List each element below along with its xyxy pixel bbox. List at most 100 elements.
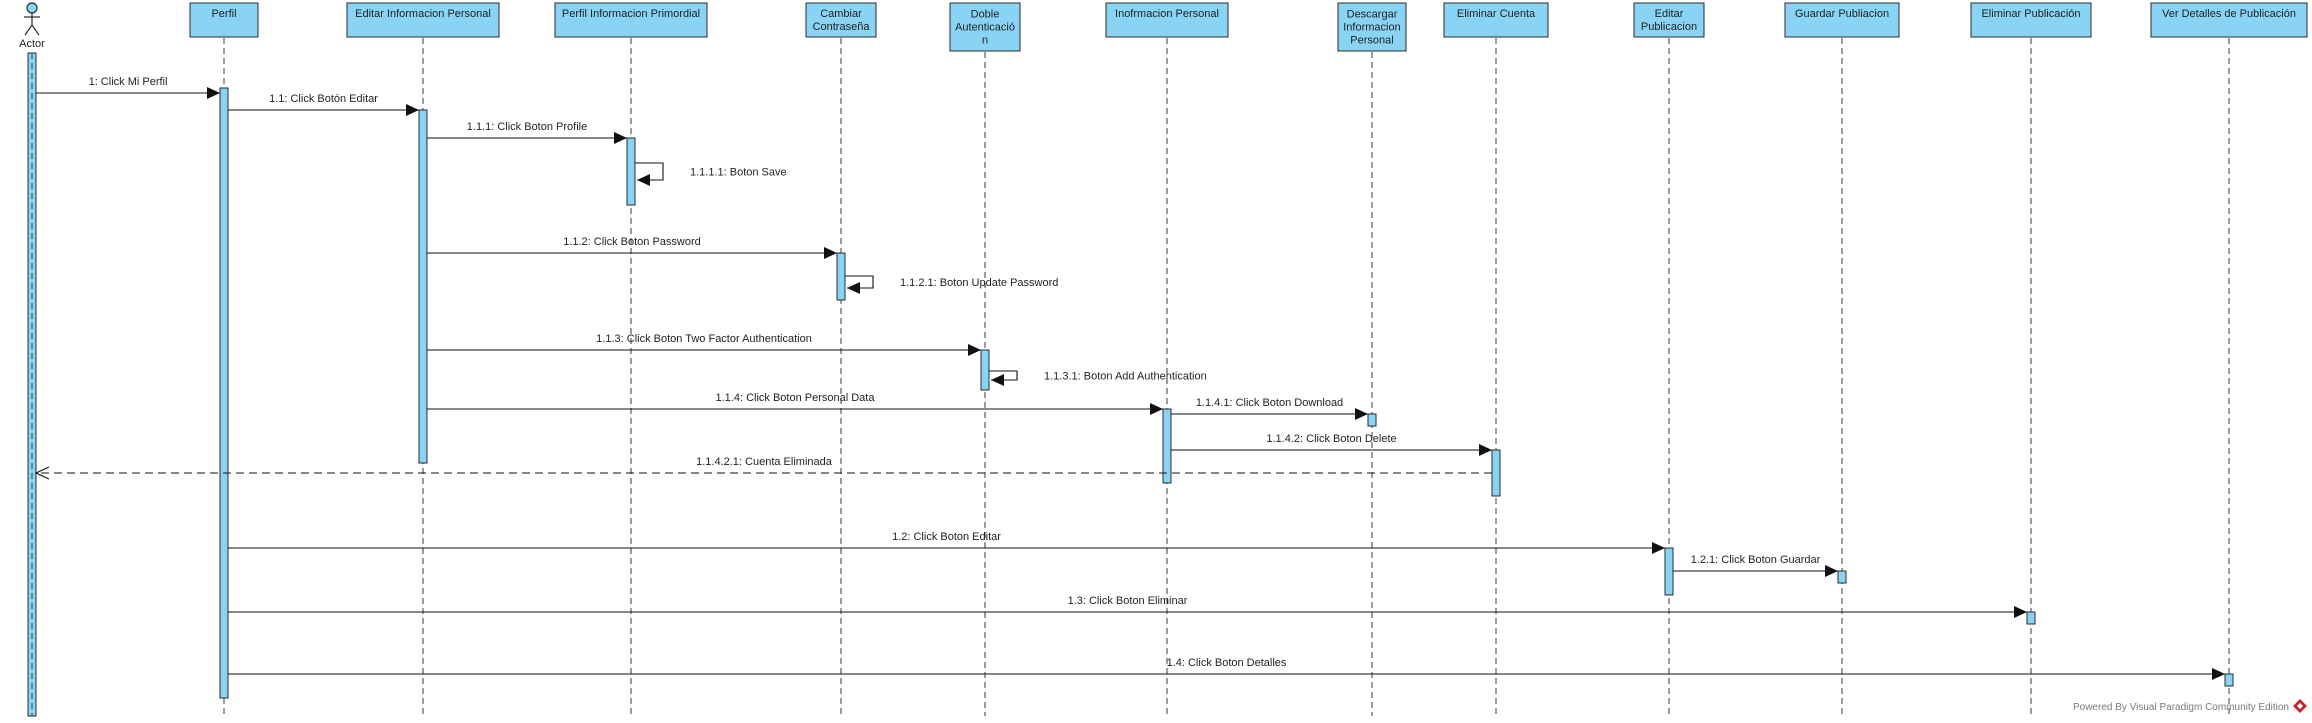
lifeline-eliminar-publicacion[interactable]: Eliminar Publicación <box>1970 2 2092 716</box>
message-1-1-1-1[interactable]: 1.1.1.1: Boton Save <box>635 162 787 186</box>
arrowhead-icon <box>1150 403 1163 415</box>
lifeline-title: Personal <box>1350 35 1393 47</box>
open-arrowhead-icon <box>34 466 50 480</box>
lifeline-box[interactable] <box>346 2 500 38</box>
activation-bar-descargar-info-personal <box>1367 413 1377 427</box>
lifeline-eliminar-cuenta[interactable]: Eliminar Cuenta <box>1443 2 1549 716</box>
arrowhead-icon <box>1479 444 1492 456</box>
message-label: 1.1.2.1: Boton Update Password <box>900 277 1058 289</box>
lifeline-box[interactable] <box>1337 2 1407 52</box>
arrowhead-icon <box>1355 408 1368 420</box>
powered-by-text: Powered By Visual Paradigm Community Edi… <box>2073 702 2289 713</box>
message-label: 1.1.3: Click Boton Two Factor Authentica… <box>596 333 812 345</box>
arrowhead-icon <box>2014 606 2027 618</box>
message-label: 1.1.2: Click Boton Password <box>563 236 701 248</box>
activation-bar-eliminar-publicacion <box>2026 611 2036 625</box>
footer: Powered By Visual Paradigm Community Edi… <box>2073 699 2307 713</box>
message-1-1[interactable]: 1.1: Click Botón Editar <box>228 93 419 116</box>
lifeline-title: Descargar <box>1347 9 1398 21</box>
message-1-1-3[interactable]: 1.1.3: Click Boton Two Factor Authentica… <box>427 333 981 356</box>
lifeline-title: Autenticació <box>955 22 1015 34</box>
arrowhead-icon <box>614 132 627 144</box>
visual-paradigm-logo-icon <box>2293 699 2307 713</box>
lifeline-box[interactable] <box>1970 2 2092 38</box>
message-label: 1.1.1: Click Boton Profile <box>467 121 587 133</box>
message-label: 1.1.4.2.1: Cuenta Eliminada <box>696 456 833 468</box>
lifeline-title: Ver Detalles de Publicación <box>2162 8 2296 20</box>
message-label: 1.1: Click Botón Editar <box>269 93 378 105</box>
lifeline-title: Perfil Informacion Primordial <box>562 8 700 20</box>
message-label: 1.2.1: Click Boton Guardar <box>1691 554 1821 566</box>
arrowhead-icon <box>2212 668 2225 680</box>
actor-head-icon <box>26 2 38 14</box>
message-1[interactable]: 1: Click Mi Perfil <box>36 76 220 99</box>
message-label: 1.1.1.1: Boton Save <box>690 167 787 179</box>
message-1-1-2-1[interactable]: 1.1.2.1: Boton Update Password <box>845 275 1058 294</box>
lifeline-box[interactable] <box>1633 2 1705 38</box>
lifeline-box[interactable] <box>1784 2 1900 38</box>
message-1-2-1[interactable]: 1.2.1: Click Boton Guardar <box>1673 554 1838 577</box>
lifeline-title: Eliminar Cuenta <box>1457 8 1536 20</box>
lifeline-box[interactable] <box>1105 2 1229 38</box>
activation-bar-ver-detalles-publicacion <box>2224 673 2234 687</box>
message-1-1-4-1[interactable]: 1.1.4.1: Click Boton Download <box>1171 397 1368 420</box>
arrowhead-icon <box>637 174 650 186</box>
message-1-1-3-1[interactable]: 1.1.3.1: Boton Add Authentication <box>989 370 1207 387</box>
lifeline-box[interactable] <box>805 2 877 38</box>
actor-figure[interactable]: Actor <box>19 2 45 716</box>
activation-bar-cambiar-contrasena <box>836 252 846 301</box>
activation-bar-eliminar-cuenta <box>1491 449 1501 497</box>
lifeline-title: Publicacion <box>1641 21 1697 33</box>
message-label: 1.4: Click Boton Detalles <box>1167 657 1287 669</box>
message-1-4[interactable]: 1.4: Click Boton Detalles <box>228 657 2225 680</box>
arrowhead-icon <box>991 374 1004 386</box>
lifeline-guardar-publicacion[interactable]: Guardar Publiacion <box>1784 2 1900 716</box>
lifeline-title: Inofrmacion Personal <box>1115 8 1219 20</box>
lifeline-title: n <box>982 35 988 47</box>
lifeline-box[interactable] <box>554 2 708 38</box>
lifeline-box[interactable] <box>189 2 259 38</box>
message-1-1-1[interactable]: 1.1.1: Click Boton Profile <box>427 121 627 144</box>
activation-bar-inofrmacion-personal <box>1162 408 1172 484</box>
activation-bar-editar-publicacion <box>1664 547 1674 596</box>
activation-bar-perfil-info-primordial <box>626 137 636 206</box>
message-1-1-4-2[interactable]: 1.1.4.2: Click Boton Delete <box>1171 433 1492 456</box>
message-1-1-4-2-1[interactable]: 1.1.4.2.1: Cuenta Eliminada <box>34 456 1492 480</box>
lifeline-box[interactable] <box>1443 2 1549 38</box>
activation-bar-doble-autenticacion <box>980 349 990 391</box>
activation-bar-perfil <box>219 87 229 699</box>
actor-label: Actor <box>19 38 45 50</box>
message-label: 1.1.3.1: Boton Add Authentication <box>1044 371 1207 383</box>
message-1-1-4[interactable]: 1.1.4: Click Boton Personal Data <box>427 392 1163 415</box>
message-1-3[interactable]: 1.3: Click Boton Eliminar <box>228 595 2027 618</box>
arrowhead-icon <box>847 282 860 294</box>
lifeline-title: Contraseña <box>813 21 871 33</box>
lifeline-inofrmacion-personal[interactable]: Inofrmacion Personal <box>1105 2 1229 716</box>
arrowhead-icon <box>1825 565 1838 577</box>
message-label: 1: Click Mi Perfil <box>89 76 168 88</box>
arrowhead-icon <box>207 87 220 99</box>
lifeline-title: Doble <box>971 9 1000 21</box>
lifeline-title: Eliminar Publicación <box>1981 8 2080 20</box>
lifeline-perfil-info-primordial[interactable]: Perfil Informacion Primordial <box>554 2 708 716</box>
lifeline-title: Guardar Publiacion <box>1795 8 1889 20</box>
arrowhead-icon <box>406 104 419 116</box>
arrowhead-icon <box>1652 542 1665 554</box>
lifeline-title: Informacion <box>1343 22 1400 34</box>
lifeline-editar-info-personal[interactable]: Editar Informacion Personal <box>346 2 500 716</box>
actor: Actor <box>19 2 45 716</box>
message-label: 1.3: Click Boton Eliminar <box>1068 595 1188 607</box>
lifeline-box[interactable] <box>2150 2 2308 38</box>
lifeline-ver-detalles-publicacion[interactable]: Ver Detalles de Publicación <box>2150 2 2308 716</box>
message-1-2[interactable]: 1.2: Click Boton Editar <box>228 531 1665 554</box>
activation-bar-guardar-publicacion <box>1837 570 1847 584</box>
message-1-1-2[interactable]: 1.1.2: Click Boton Password <box>427 236 837 259</box>
activations <box>27 52 2234 717</box>
lifeline-box[interactable] <box>949 2 1021 52</box>
